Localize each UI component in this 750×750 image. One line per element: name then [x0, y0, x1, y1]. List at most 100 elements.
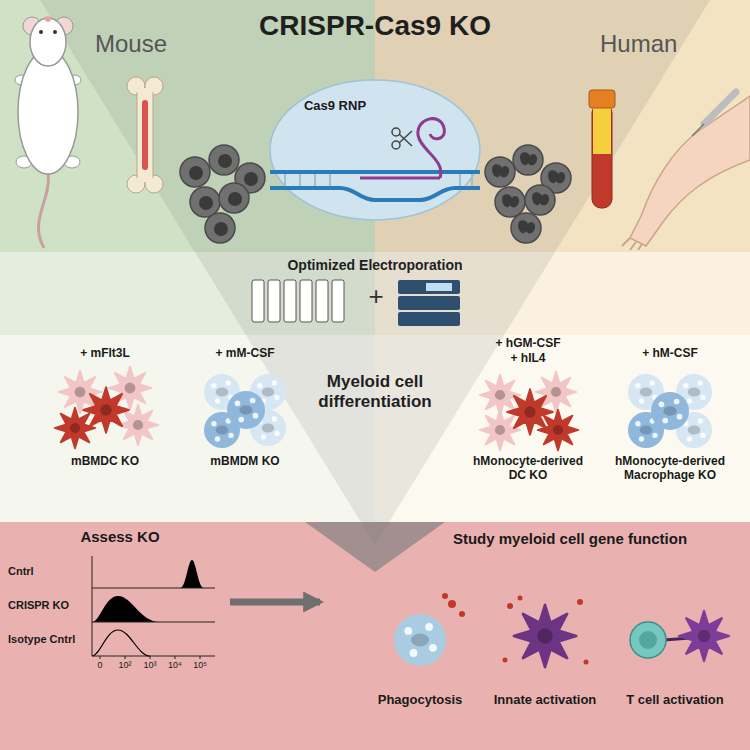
node-heading: Assess KO [10, 528, 230, 545]
histogram-axes [92, 622, 215, 623]
histogram-axes [175, 656, 176, 659]
dna-rungs [284, 172, 286, 188]
funnel-head [305, 522, 445, 572]
cytokine-label: + hM-CSF [620, 347, 720, 361]
row-label: CRISPR KO [8, 599, 90, 612]
function-label: Innate activation [483, 693, 607, 708]
cuvettes [252, 280, 344, 322]
cell-type-label: hMonocyte-derived Macrophage KO [608, 455, 733, 483]
cas9-rnp-figure [270, 80, 480, 220]
cuvette [284, 280, 296, 322]
cell [536, 372, 577, 413]
axis-tick: 10⁴ [163, 660, 187, 670]
cell-type-label: mBMDM KO [195, 455, 295, 469]
cas9-protein [270, 80, 480, 220]
histogram-axes [125, 656, 126, 659]
guide-rna-loop [418, 119, 445, 178]
histogram-axes [92, 588, 215, 589]
cell [514, 605, 576, 667]
t-cell [630, 622, 666, 658]
mouse-eye [39, 30, 43, 34]
node-heading: Study myeloid cell gene function [410, 530, 730, 547]
histogram-peak [92, 596, 160, 622]
fingers [622, 238, 642, 250]
device-unit [398, 312, 460, 326]
histogram-axes [92, 556, 215, 659]
bone-figure [127, 77, 163, 193]
cytokine [584, 660, 589, 665]
electroporator [398, 280, 460, 326]
cell [83, 387, 129, 433]
bone-edge [153, 92, 154, 178]
bone-shaft [137, 88, 153, 182]
histogram-axes [150, 656, 151, 659]
cell [485, 157, 515, 187]
diagram-title: CRISPR-Cas9 KO [0, 10, 750, 42]
t-cell-nucleus [639, 631, 657, 649]
cuvette [300, 280, 312, 322]
particle [459, 611, 465, 617]
syringe-needle [692, 124, 704, 136]
histogram-axes [200, 656, 201, 659]
mouse-body [18, 50, 78, 174]
node-heading: Myeloid cell differentiation [300, 372, 450, 411]
result-band [0, 522, 750, 750]
bone-edge [137, 92, 138, 178]
arm [630, 96, 750, 246]
row-label: Cntrl [8, 565, 90, 578]
innate-activation-icon [503, 596, 589, 668]
human-macrophages [628, 374, 712, 448]
cytokine-label: + hIL4 [478, 352, 578, 366]
mouse-eye [53, 30, 57, 34]
cuvette [268, 280, 280, 322]
mouse-head [30, 18, 66, 66]
cell [394, 614, 446, 666]
axis-tick: 10² [113, 660, 137, 670]
cell [180, 157, 210, 187]
guide-rna [360, 177, 440, 180]
cell [219, 183, 249, 213]
cytokine [577, 599, 583, 605]
tube-cap [589, 90, 615, 108]
human-dc-cells [480, 372, 579, 451]
cell [480, 410, 521, 451]
cell [55, 408, 96, 449]
cytokine [507, 603, 513, 609]
mouse-dc-cells [55, 366, 159, 448]
dna-strand [270, 188, 480, 200]
histogram-peak-outline [92, 630, 150, 656]
node-heading: Mouse [95, 30, 215, 58]
cuvette [252, 280, 264, 322]
cell [205, 213, 235, 243]
dna-rungs [471, 172, 473, 188]
mouse-tail [38, 172, 48, 248]
cell [525, 185, 555, 215]
phagocytosis-icon [394, 593, 465, 666]
dna-rungs [329, 172, 331, 188]
scissors-icon [392, 128, 412, 149]
dna-strand [270, 170, 480, 174]
callout-label: Cas9 RNP [280, 99, 390, 114]
scissors-icon [399, 131, 412, 143]
syringe-barrel [704, 92, 736, 124]
device-unit [398, 280, 460, 294]
cell [513, 145, 543, 175]
dna-rungs [314, 172, 316, 188]
tube-plasma [593, 106, 611, 154]
histogram-axes [92, 656, 215, 657]
dna-rungs [299, 172, 301, 188]
node-heading: Human [600, 30, 720, 58]
mouse-figure [15, 16, 81, 248]
cell [190, 187, 220, 217]
mouse-macrophages [204, 374, 286, 448]
funnel-arrow [40, 0, 710, 572]
mouse-nose [45, 16, 51, 22]
axis-tick: 10³ [138, 660, 162, 670]
plus-sign: + [361, 282, 391, 312]
function-panel: Study myeloid cell gene function [320, 522, 740, 682]
axis-tick: 10⁵ [188, 660, 212, 670]
cytokine-label: + mM-CSF [195, 347, 295, 361]
histogram-axes [100, 656, 101, 659]
